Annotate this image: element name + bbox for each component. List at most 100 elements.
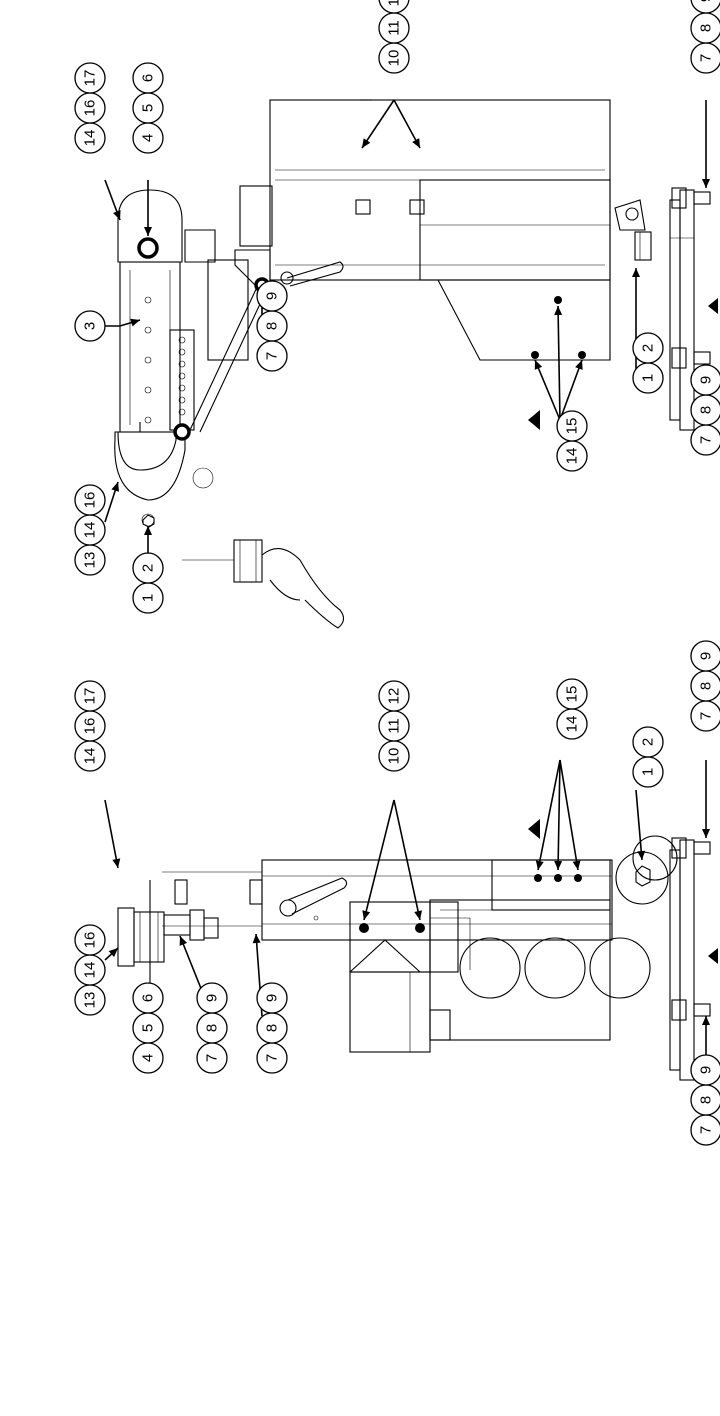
callout-number: 2 <box>640 344 657 352</box>
callout-balloon <box>74 310 106 342</box>
callout-group: 13 14 16 <box>74 481 120 576</box>
arrowhead <box>252 934 261 944</box>
callout-number: 16 <box>82 100 99 117</box>
arrowhead <box>534 360 543 370</box>
leader-line <box>557 305 561 421</box>
boom-tube <box>119 261 181 433</box>
callout-group: 456 <box>132 62 164 236</box>
callouts: 1416174561011127893789121415789131416121… <box>74 0 720 1146</box>
arrowhead <box>130 318 140 327</box>
callout-number: 1 <box>640 374 657 382</box>
callout-number: 11 <box>386 20 403 36</box>
arrowhead <box>637 850 646 860</box>
arrowhead <box>111 482 120 492</box>
callout-number: 16 <box>82 492 99 509</box>
callout-number: 10 <box>386 748 403 765</box>
callout-number: 15 <box>564 686 581 703</box>
callout-number: 2 <box>140 564 157 572</box>
leader-line <box>559 359 583 421</box>
callout-number: 17 <box>82 70 99 87</box>
callout-number: 2 <box>640 738 657 746</box>
callout-balloon <box>196 982 228 1014</box>
callout-number: 7 <box>264 352 281 360</box>
callout-group: 789 <box>256 280 288 372</box>
callout-group: 12 <box>632 268 664 394</box>
arrowhead <box>702 179 710 188</box>
callout-number: 14 <box>82 962 99 979</box>
leader-line <box>537 759 561 871</box>
callout-balloon <box>632 332 664 364</box>
callout-balloon <box>690 0 720 14</box>
callout-number: 3 <box>82 322 99 330</box>
arrowhead <box>113 210 121 220</box>
arrowhead <box>144 227 152 236</box>
arrowhead <box>362 910 371 920</box>
callout-group: 12 <box>632 726 664 861</box>
callout-balloon <box>132 62 164 94</box>
arrowhead <box>632 268 640 277</box>
callout-number: 8 <box>264 1024 281 1032</box>
callout-number: 1 <box>140 594 157 602</box>
callout-number: 9 <box>698 376 715 384</box>
callout-number: 5 <box>140 104 157 112</box>
callout-number: 5 <box>140 1024 157 1032</box>
callout-number: 14 <box>564 716 581 733</box>
side-view-callouts: 141617456101112789378912141578913141612 <box>74 0 720 614</box>
callout-balloon <box>256 982 288 1014</box>
callout-number: 14 <box>82 522 99 539</box>
callout-number: 6 <box>140 994 157 1002</box>
callout-number: 14 <box>564 448 581 465</box>
callout-number: 6 <box>140 74 157 82</box>
callout-number: 14 <box>82 130 99 147</box>
callout-balloon <box>74 484 106 516</box>
callout-number: 7 <box>698 712 715 720</box>
callout-balloon <box>378 680 410 712</box>
arrowhead <box>412 138 420 148</box>
callout-number: 12 <box>386 688 403 705</box>
callout-number: 8 <box>698 1096 715 1104</box>
callout-number: 9 <box>698 0 715 2</box>
callout-balloon <box>378 0 410 14</box>
leader-line <box>104 799 119 869</box>
callout-number: 7 <box>698 54 715 62</box>
callout-balloon <box>690 640 720 672</box>
callout-number: 16 <box>82 718 99 735</box>
callout-group: 14 16 17 <box>74 62 121 221</box>
arrowhead <box>535 860 544 870</box>
callout-number: 7 <box>698 1126 715 1134</box>
callout-group: 789 <box>179 935 228 1074</box>
callout-balloon <box>132 982 164 1014</box>
callout-group: 12 <box>132 526 164 614</box>
callout-number: 11 <box>386 718 403 734</box>
arrowhead <box>414 910 423 920</box>
callout-balloon <box>74 680 106 712</box>
callout-number: 13 <box>82 552 99 569</box>
callout-balloon <box>556 678 588 710</box>
callout-balloon <box>74 924 106 956</box>
callout-number: 8 <box>698 406 715 414</box>
callout-group: 10 11 12 <box>362 680 423 921</box>
callout-balloon <box>74 62 106 94</box>
leader-line <box>393 99 421 149</box>
leader-line <box>534 359 561 421</box>
callout-group: 14 15 <box>535 678 588 871</box>
callout-number: 9 <box>264 994 281 1002</box>
callout-number: 9 <box>264 292 281 300</box>
arrowhead <box>702 1016 710 1025</box>
side-view <box>114 99 718 629</box>
front-view <box>117 819 718 1081</box>
callout-number: 16 <box>82 932 99 949</box>
callout-number: 13 <box>82 992 99 1009</box>
callout-number: 9 <box>698 1066 715 1074</box>
arrowhead <box>575 360 583 370</box>
callout-number: 9 <box>204 994 221 1002</box>
callout-balloon <box>632 726 664 758</box>
arrowhead <box>572 860 581 870</box>
callout-balloon <box>690 364 720 396</box>
arrowhead <box>554 860 563 870</box>
